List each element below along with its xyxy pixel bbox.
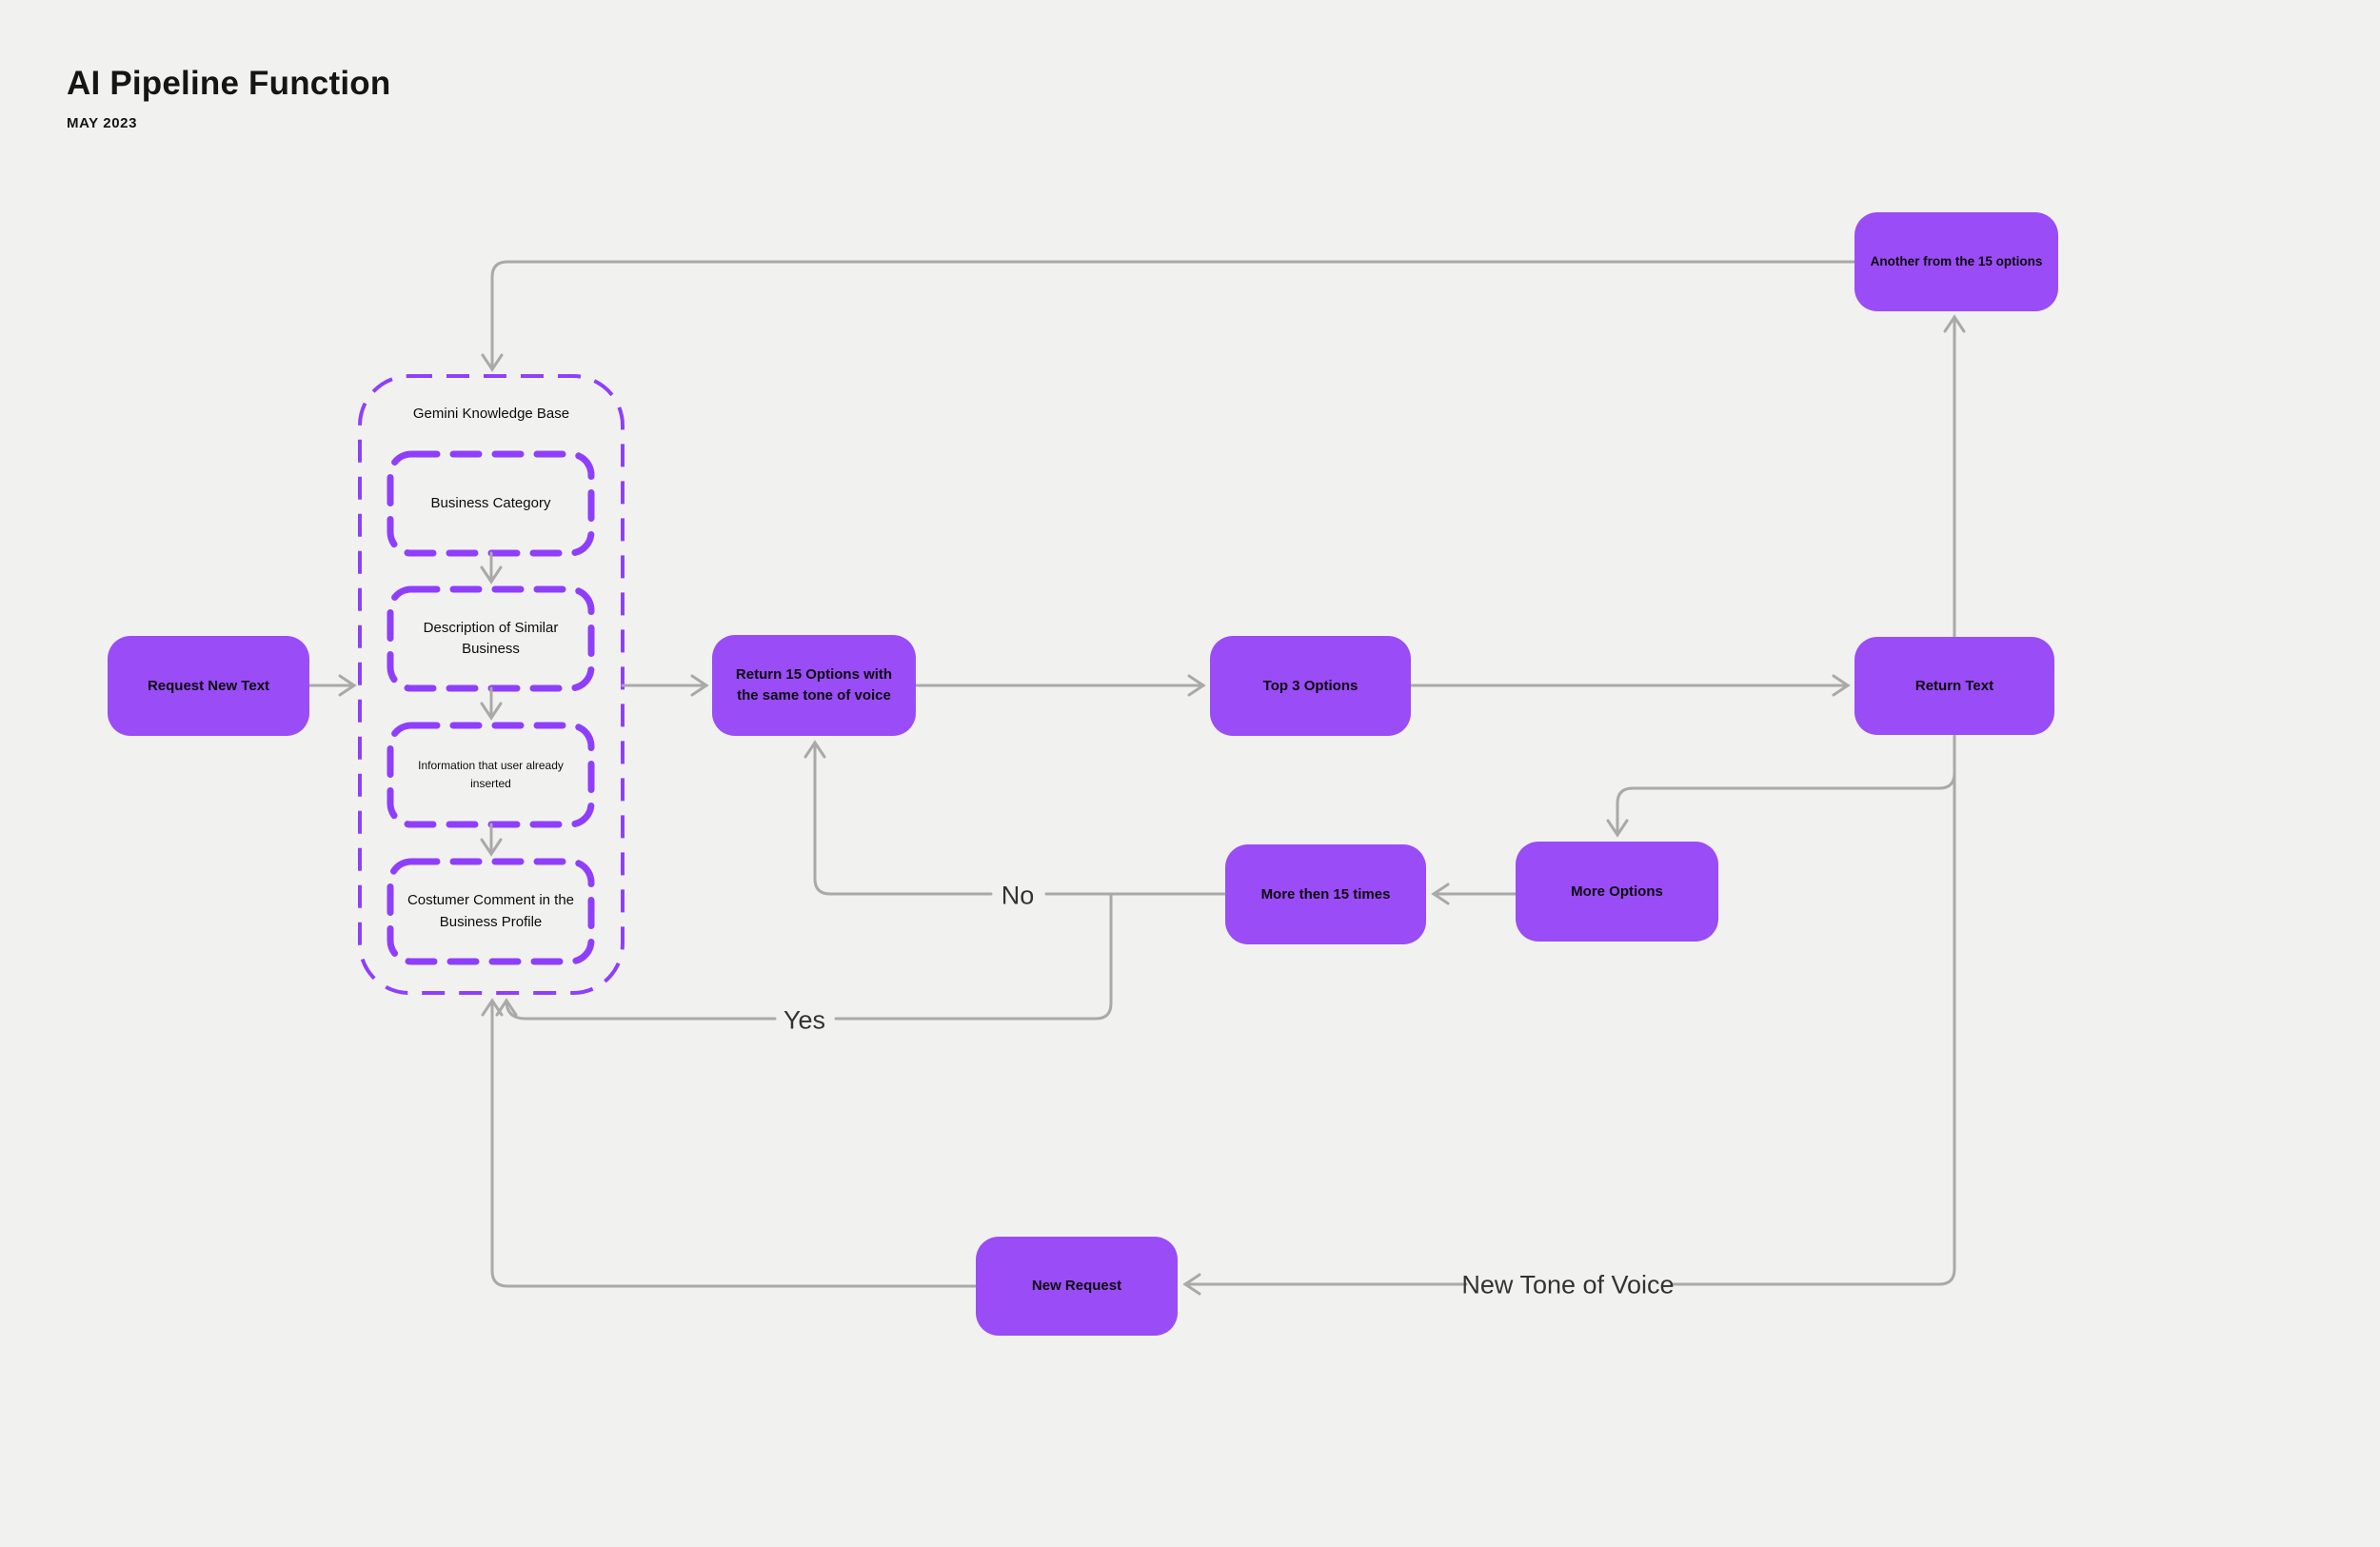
kb-item-label: Business Category [430, 494, 551, 511]
node-label: New Request [1031, 1278, 1122, 1295]
kb-item-description-of-similar-business[interactable]: Description of Similar Business [390, 589, 591, 688]
node-label: Another from the 15 options [1870, 254, 2043, 269]
node-return-15-options[interactable]: Return 15 Options with the same tone of … [712, 635, 916, 736]
node-label: Top 3 Options [1262, 677, 1359, 694]
kb-item-label: Information that user already inserted [418, 759, 564, 790]
edge-label-yes: Yes [783, 1005, 826, 1035]
kb-item-business-category[interactable]: Business Category [390, 454, 591, 553]
node-another-from-the-15-options[interactable]: Another from the 15 options [1854, 212, 2058, 311]
kb-item-label: Description of Similar Business [423, 619, 559, 658]
connector-returntext-down [1670, 733, 1956, 1286]
page-title: AI Pipeline Function [67, 65, 391, 102]
kb-item-label: Costumer Comment in the Business Profile [407, 892, 575, 930]
connector-yes-to-kb [495, 998, 777, 1021]
node-new-request[interactable]: New Request [976, 1237, 1178, 1336]
connector-another-to-kb [481, 260, 1856, 372]
node-label: More Options [1571, 883, 1663, 900]
node-label: More then 15 times [1260, 885, 1391, 902]
edge-label-new-tone-of-voice: New Tone of Voice [1461, 1270, 1675, 1299]
connector-returntext-to-moreoptions [1606, 771, 1956, 838]
page-date: MAY 2023 [67, 115, 138, 131]
node-return-text[interactable]: Return Text [1854, 637, 2054, 735]
node-label: Return 15 Options with the same tone of … [735, 666, 893, 704]
kb-group-label: Gemini Knowledge Base [412, 406, 570, 422]
connector-no-to-return15 [803, 740, 993, 896]
node-label: Request New Text [147, 677, 270, 694]
node-label: Return Text [1914, 677, 1994, 694]
edge-label-no: No [1001, 881, 1035, 910]
node-more-options[interactable]: More Options [1516, 842, 1718, 942]
node-request-new-text[interactable]: Request New Text [108, 636, 309, 736]
node-top-3-options[interactable]: Top 3 Options [1210, 636, 1411, 736]
connector-newrequest-to-kb [481, 998, 978, 1288]
node-more-then-15-times[interactable]: More then 15 times [1225, 844, 1426, 944]
kb-item-outline-costumer-comment [387, 858, 595, 965]
kb-item-information-already-inserted[interactable]: Information that user already inserted [390, 725, 591, 824]
kb-item-costumer-comment[interactable]: Costumer Comment in the Business Profile [390, 862, 591, 962]
connector-yes-segment [834, 892, 1113, 1021]
